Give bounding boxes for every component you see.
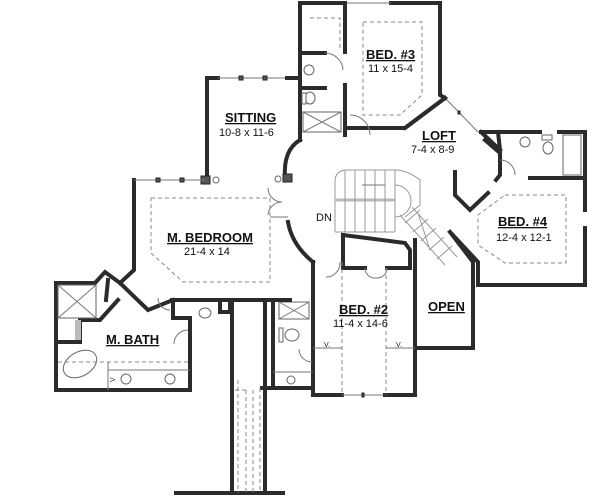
vanity-marker-right: V.: [396, 342, 402, 349]
master-bath-label: M. BATH: [106, 332, 159, 347]
staircase: [334, 169, 458, 266]
bed4-room: [447, 129, 587, 287]
master-bedroom-dims: 21-4 x 14: [184, 246, 230, 258]
bed4-dims: 12-4 x 12-1: [496, 232, 552, 244]
foyer: [267, 137, 316, 265]
bed3-label: BED. #3: [366, 47, 415, 62]
bed3-dims: 11 x 15-4: [368, 63, 413, 75]
open-area: [413, 229, 475, 397]
bed2-bath: [271, 298, 315, 390]
lower-corridor: [174, 298, 285, 495]
master-bedroom-label: M. BEDROOM: [167, 230, 253, 245]
sitting-dims: 10-8 x 11-6: [219, 127, 274, 139]
stairs-down-label: DN: [316, 212, 332, 224]
vanity-marker-left: V.: [324, 342, 330, 349]
sitting-room: [200, 75, 302, 185]
vanity-marker-bath: V: [110, 377, 117, 382]
loft-dims: 7-4 x 8-9: [411, 144, 454, 156]
bed2-dims: 11-4 x 14-6: [333, 318, 388, 330]
open-label: OPEN: [428, 299, 465, 314]
loft: [402, 95, 479, 133]
master-bath: [54, 269, 232, 392]
bed2-label: BED. #2: [339, 302, 388, 317]
sitting-label: SITTING: [225, 110, 276, 125]
bed4-label: BED. #4: [498, 214, 548, 229]
bed2-room: [311, 232, 417, 398]
loft-label: LOFT: [422, 128, 456, 143]
